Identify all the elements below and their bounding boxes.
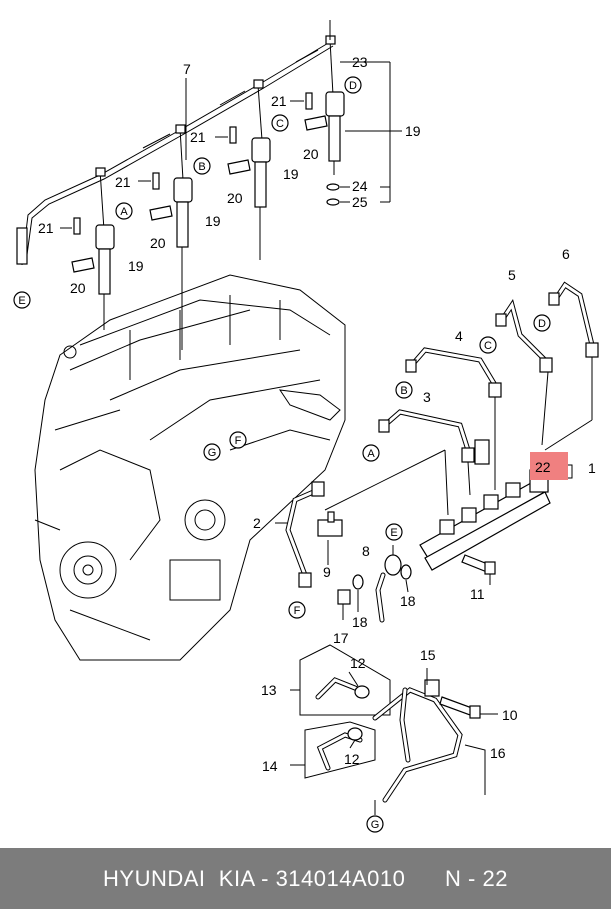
- callout-a-injector: A: [120, 206, 128, 218]
- label-13: 13: [261, 682, 277, 698]
- label-19-d: 19: [405, 123, 421, 139]
- injector-4: [325, 91, 345, 175]
- clamps-and-bolts: [60, 92, 328, 273]
- label-14: 14: [262, 758, 278, 774]
- label-17: 17: [333, 630, 349, 646]
- fuel-system-exploded-diagram: 7 23 19 24 25 21 20 21 19 20 21 19 20 21…: [13, 20, 599, 833]
- label-6: 6: [562, 246, 570, 262]
- label-18-b: 18: [400, 593, 416, 609]
- label-21-c: 21: [190, 129, 206, 145]
- label-15: 15: [420, 647, 436, 663]
- fuel-pipe-5: [495, 299, 553, 373]
- injector-2: [173, 177, 193, 350]
- callout-b-injector: B: [198, 161, 205, 173]
- callout-f-pipe: F: [294, 605, 301, 617]
- callout-d-injector: D: [349, 80, 357, 92]
- callout-e-pipe: E: [390, 527, 397, 539]
- label-23: 23: [352, 54, 368, 70]
- callout-g-engine: G: [208, 447, 217, 459]
- pipe-leader-lines: [275, 357, 593, 524]
- callout-c-pipe: C: [484, 340, 492, 352]
- callout-d-pipe: D: [538, 318, 546, 330]
- label-8: 8: [362, 543, 370, 559]
- label-22: 22: [535, 459, 551, 475]
- label-11: 11: [470, 586, 485, 602]
- label-2: 2: [253, 515, 261, 531]
- seal-washers: [326, 61, 402, 206]
- part-number-footer: HYUNDAI KIA - 314014A010 N - 22: [0, 848, 611, 909]
- callout-c-injector: C: [276, 118, 284, 130]
- footer-part-text: HYUNDAI KIA - 314014A010: [103, 865, 406, 891]
- part-22-highlight: [530, 452, 568, 480]
- callout-g-hose: G: [371, 819, 380, 831]
- label-19-a: 19: [128, 258, 144, 274]
- callout-a-pipe: A: [367, 448, 375, 460]
- label-12-a: 12: [350, 655, 366, 671]
- number-labels: 7 23 19 24 25 21 20 21 19 20 21 19 20 21…: [38, 54, 596, 774]
- label-10: 10: [502, 707, 518, 723]
- label-19-c: 19: [283, 166, 299, 182]
- letter-callouts: A B C D E D C B A F E G G F: [13, 76, 551, 833]
- fuel-pipe-4: [405, 347, 502, 398]
- label-4: 4: [455, 328, 463, 344]
- injector-3: [251, 137, 271, 260]
- fuel-pipe-6: [548, 281, 599, 358]
- callout-e-harness: E: [18, 295, 25, 307]
- injector-1: [95, 224, 115, 330]
- label-20-b: 20: [150, 235, 166, 251]
- label-1: 1: [588, 460, 596, 476]
- callout-b-pipe: B: [400, 385, 407, 397]
- label-9: 9: [323, 564, 331, 580]
- label-3: 3: [423, 389, 431, 405]
- label-19-b: 19: [205, 213, 221, 229]
- footer-spacer: [405, 866, 445, 892]
- return-hoses: [290, 644, 498, 815]
- common-rail: [419, 439, 573, 571]
- engine-block: [34, 274, 346, 661]
- rail-fittings: [317, 511, 496, 623]
- label-16: 16: [490, 745, 506, 761]
- label-21-a: 21: [38, 220, 54, 236]
- label-20-a: 20: [70, 280, 86, 296]
- label-25: 25: [352, 194, 368, 210]
- label-5: 5: [508, 267, 516, 283]
- injector-harness: [16, 20, 336, 266]
- label-7: 7: [183, 61, 191, 77]
- label-12-b: 12: [344, 751, 360, 767]
- fuel-pipe-2: [285, 481, 325, 588]
- label-20-c: 20: [227, 190, 243, 206]
- fuel-pipe-3: [378, 409, 475, 463]
- label-21-d: 21: [271, 93, 287, 109]
- label-21-b: 21: [115, 174, 131, 190]
- label-18-a: 18: [352, 614, 368, 630]
- label-24: 24: [352, 178, 368, 194]
- callout-f-engine: F: [235, 435, 242, 447]
- label-20-d: 20: [303, 146, 319, 162]
- footer-ref-text: N - 22: [445, 865, 508, 891]
